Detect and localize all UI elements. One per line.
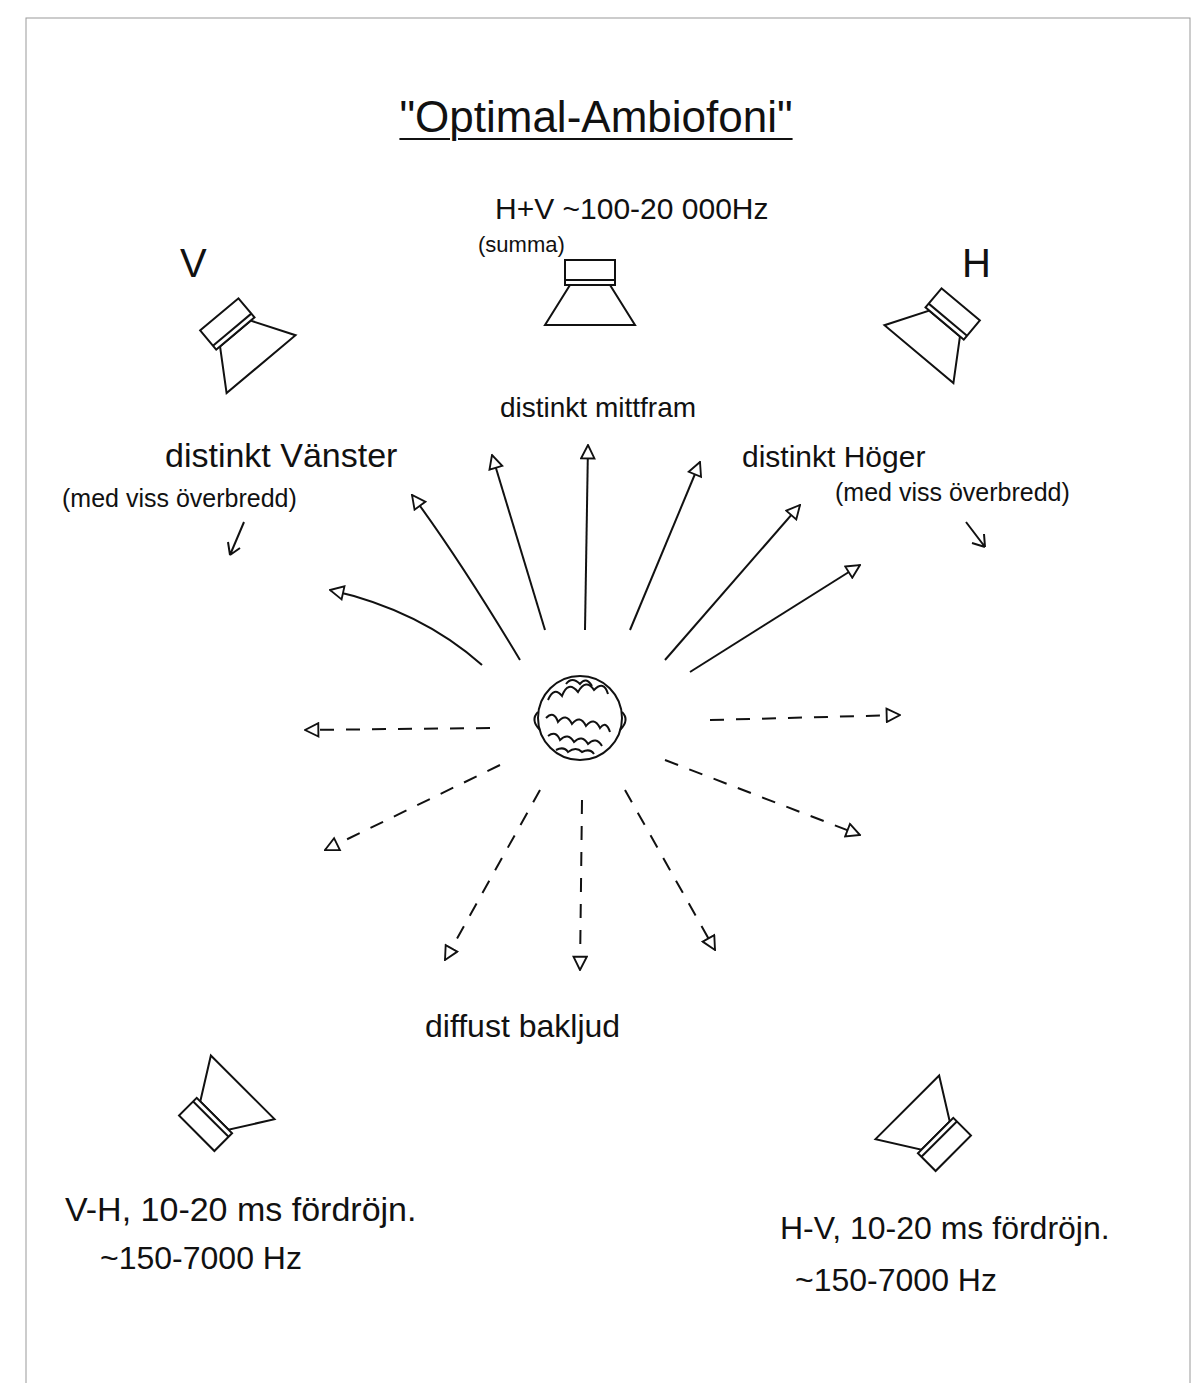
speaker-node: V-H, 10-20 ms fördröjn. ~150-7000 Hz — [55, 1040, 485, 1300]
speaker-label: H-V, 10-20 ms fördröjn. — [780, 1210, 1110, 1247]
annotation-label: (med viss överbredd) — [62, 484, 297, 513]
speaker-label: H+V ~100-20 000Hz — [495, 192, 769, 227]
speaker-label: H — [962, 240, 991, 286]
head-icon — [534, 676, 625, 760]
speaker-node: V — [170, 235, 330, 420]
speaker-node: H-V, 10-20 ms fördröjn. ~150-7000 Hz — [765, 1060, 1185, 1320]
speaker-node: H — [860, 235, 1020, 400]
speaker-label: V-H, 10-20 ms fördröjn. — [65, 1190, 416, 1229]
speaker-node: H+V ~100-20 000Hz (summa) — [470, 188, 860, 348]
diffuse-arrows — [305, 715, 900, 970]
speaker-label: ~150-7000 Hz — [795, 1262, 997, 1299]
speaker-label: ~150-7000 Hz — [100, 1240, 302, 1277]
speaker-label: (summa) — [478, 232, 565, 257]
page-frame — [26, 18, 1190, 1383]
annotation-label: distinkt Vänster — [165, 436, 397, 475]
speaker-label: V — [180, 240, 207, 286]
annotation-label: diffust bakljud — [425, 1008, 620, 1045]
leader-arrows — [228, 522, 985, 555]
annotation-label: distinkt Höger — [742, 440, 925, 475]
speaker-symbol — [860, 235, 1020, 400]
title: "Optimal-Ambiofoni" — [0, 92, 1192, 143]
annotation-label: distinkt mittfram — [500, 392, 696, 424]
annotation-label: (med viss överbredd) — [835, 478, 1070, 507]
direct-arrows — [330, 445, 860, 672]
